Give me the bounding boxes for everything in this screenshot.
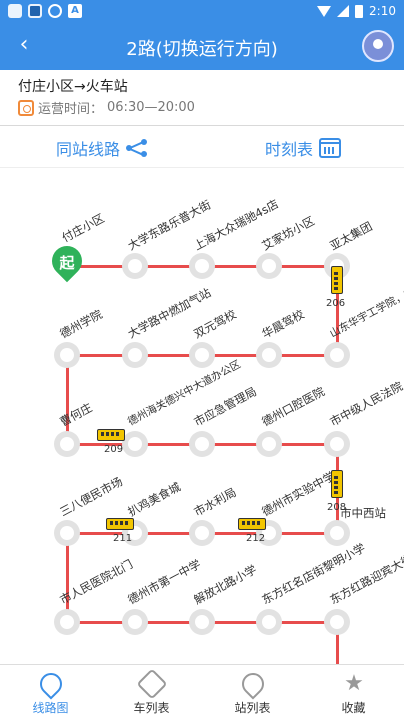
letter-notification-icon: A [68,4,82,18]
bus-icon[interactable] [331,266,343,294]
stop-label[interactable]: 扒鸡美食城 [125,479,183,519]
operating-hours: 运营时间： 06:30—20:00 [18,98,195,117]
route-icon [35,668,67,700]
stop-label[interactable]: 亚太集团 [327,219,375,253]
tab-label: 站列表 [234,701,271,715]
tab-label: 线路图 [32,701,69,715]
status-icons-left: A [8,4,82,18]
bus-icon[interactable] [97,429,125,441]
bus-number: 212 [246,533,266,544]
stop-label[interactable]: 三八便民市场 [57,474,125,519]
signal-icon [337,5,350,17]
stop-marker[interactable] [122,342,148,368]
route-segment [66,532,69,623]
stop-marker[interactable] [122,431,148,457]
stop-label[interactable]: 德州口腔医院 [259,384,327,429]
route-segment [336,265,339,356]
app-notification-icon [8,4,22,18]
stop-marker[interactable] [256,342,282,368]
bus-number: 211 [113,533,133,544]
tab-favorites[interactable]: ★ 收藏 [303,665,404,720]
wifi-icon [317,5,332,17]
stop-marker[interactable] [324,342,350,368]
stop-label[interactable]: 市中级人民法院 [327,378,404,429]
stop-list-icon [237,668,269,700]
tab-route-map[interactable]: 线路图 [0,665,101,720]
bus-icon[interactable] [238,518,266,530]
stop-label[interactable]: 德州市第一中学 [125,556,204,607]
stop-marker[interactable] [189,253,215,279]
bus-list-icon [136,668,168,700]
same-stop-lines-button[interactable]: 同站线路 [56,136,148,160]
stop-marker[interactable] [54,342,80,368]
stop-label[interactable]: 市中西站 [340,506,386,520]
tab-label: 收藏 [341,701,366,715]
stop-label[interactable]: 曹何庄 [57,400,95,429]
same-stop-lines-label: 同站线路 [56,140,121,159]
operating-hours-value: 06:30—20:00 [107,100,195,115]
stop-marker[interactable] [256,520,282,546]
back-button[interactable]: ‹ [19,32,29,57]
battery-icon [355,4,364,18]
route-actions: 同站线路 时刻表 [0,128,404,168]
switch-direction-title[interactable]: 2路(切换运行方向) [126,39,278,60]
stop-label[interactable]: 双元驾校 [191,307,239,341]
stop-label[interactable]: 艾家坊小区 [259,213,317,253]
stop-label[interactable]: 付庄小区 [59,211,107,245]
bus-icon[interactable] [106,518,134,530]
stop-marker[interactable] [54,431,80,457]
stop-label[interactable]: 德州海关德兴中大道办公区 [125,358,243,429]
sync-notification-icon [48,4,62,18]
tab-stop-list[interactable]: 站列表 [202,665,303,720]
stop-marker[interactable] [189,342,215,368]
timetable-label: 时刻表 [265,140,314,159]
bus-icon[interactable] [331,470,343,498]
app-header: ‹ 2路(切换运行方向) [0,24,404,70]
timetable-button[interactable]: 时刻表 [265,136,342,160]
stop-marker[interactable] [324,520,350,546]
stop-marker[interactable] [122,609,148,635]
stop-marker[interactable] [189,609,215,635]
stop-marker[interactable] [256,431,282,457]
stop-label[interactable]: 德州学院 [57,307,105,341]
stop-marker[interactable] [189,520,215,546]
route-map[interactable]: 起 付庄小区 大学东路乐普大街 上海大众瑞驰4s店 艾家坊小区 亚太集团 山东华… [0,170,404,664]
play-notification-icon [28,4,42,18]
stop-marker[interactable] [189,431,215,457]
bus-number: 208 [327,502,347,513]
status-icons-right: 2:10 [317,4,396,18]
stop-label[interactable]: 德州市实验中学 [259,468,338,519]
clock-icon [18,99,34,116]
start-stop-marker[interactable]: 起 [45,239,89,284]
tab-bus-list[interactable]: 车列表 [101,665,202,720]
operating-hours-label: 运营时间： [38,102,104,117]
avatar[interactable] [362,30,394,62]
stop-marker[interactable] [54,520,80,546]
stop-marker[interactable] [122,253,148,279]
stop-marker[interactable] [324,609,350,635]
tab-label: 车列表 [133,701,170,715]
status-bar: A 2:10 [0,0,404,24]
stop-marker[interactable] [324,431,350,457]
stop-marker[interactable] [256,253,282,279]
stop-marker[interactable] [256,609,282,635]
bus-number: 206 [326,298,346,309]
bottom-nav: 线路图 车列表 站列表 ★ 收藏 [0,664,404,720]
branch-icon [126,139,148,157]
bus-number: 209 [104,444,124,455]
route-name: 付庄小区→火车站 [18,79,128,95]
route-segment [336,621,339,664]
stop-label[interactable]: 市水利局 [191,485,239,519]
star-icon: ★ [344,671,364,696]
stop-label[interactable]: 华晨驾校 [259,307,307,341]
route-segment [66,354,69,445]
stop-marker[interactable] [54,609,80,635]
status-time: 2:10 [369,4,396,18]
stop-label[interactable]: 市人民医院北门 [57,556,136,607]
route-info: 付庄小区→火车站 运营时间： 06:30—20:00 [0,70,404,126]
calendar-icon [319,138,342,158]
